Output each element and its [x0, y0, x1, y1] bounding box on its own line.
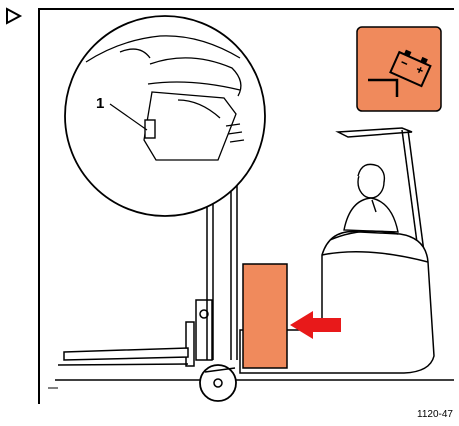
figure-code: 1120-47	[417, 409, 453, 420]
battery-warning-symbol	[357, 27, 441, 111]
battery-block	[243, 264, 287, 368]
item-1-label: 1	[96, 95, 104, 112]
detail-magnifier: 1	[65, 16, 265, 216]
forks	[58, 348, 188, 365]
operator	[344, 164, 398, 232]
